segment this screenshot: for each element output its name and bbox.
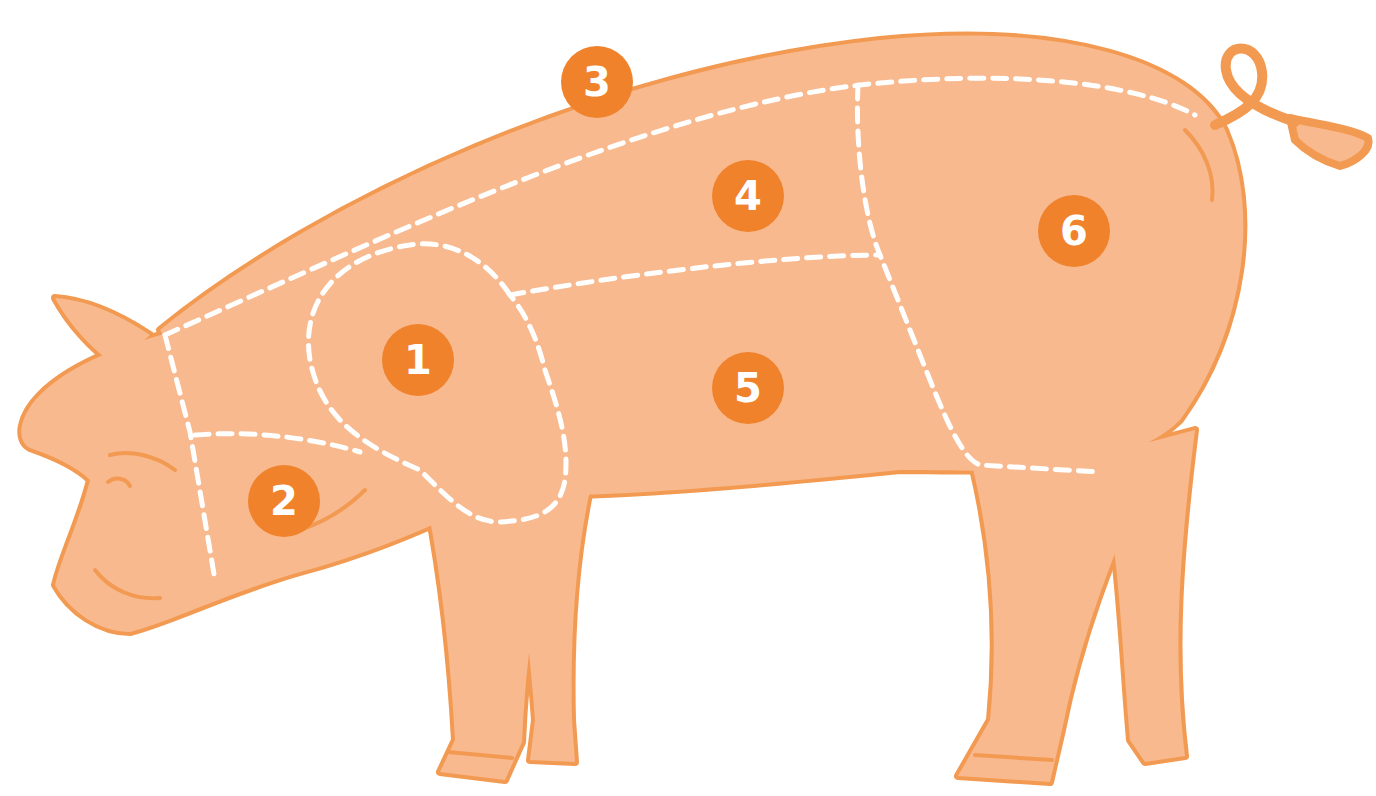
pig-tail — [1215, 49, 1295, 126]
callout-text: 5 — [734, 368, 762, 408]
pig-mouth — [95, 570, 160, 598]
pig-hoof-front — [448, 752, 512, 758]
cut-line — [510, 255, 880, 295]
pig-fill — [21, 36, 1243, 782]
callout-number: 1 — [382, 324, 454, 396]
callout-number: 6 — [1038, 195, 1110, 267]
pig-rump-fold — [1185, 130, 1213, 200]
callout-number: 3 — [561, 46, 633, 118]
callout-text: 6 — [1060, 211, 1088, 251]
pig-outline — [21, 36, 1368, 782]
pig-eye — [108, 479, 130, 486]
callout-number: 5 — [712, 352, 784, 424]
callout-text: 4 — [734, 176, 762, 216]
pig-brow — [110, 453, 175, 470]
pig-details — [95, 49, 1295, 761]
cut-line — [195, 434, 360, 452]
cut-line — [857, 85, 1100, 472]
cut-line — [165, 78, 1195, 335]
callout-text: 1 — [404, 340, 432, 380]
cut-lines — [165, 78, 1195, 580]
pig-ear-fill — [55, 298, 150, 365]
pig-hind-leg-fill — [958, 420, 1150, 782]
cut-line — [165, 335, 215, 580]
callout-text: 2 — [270, 481, 298, 521]
pig-tail-tip — [1290, 118, 1369, 166]
callout-number: 4 — [712, 160, 784, 232]
callout-number: 2 — [248, 465, 320, 537]
callout-text: 3 — [583, 62, 611, 102]
cut-line — [308, 244, 566, 522]
pig-hoof-hind — [975, 755, 1052, 760]
